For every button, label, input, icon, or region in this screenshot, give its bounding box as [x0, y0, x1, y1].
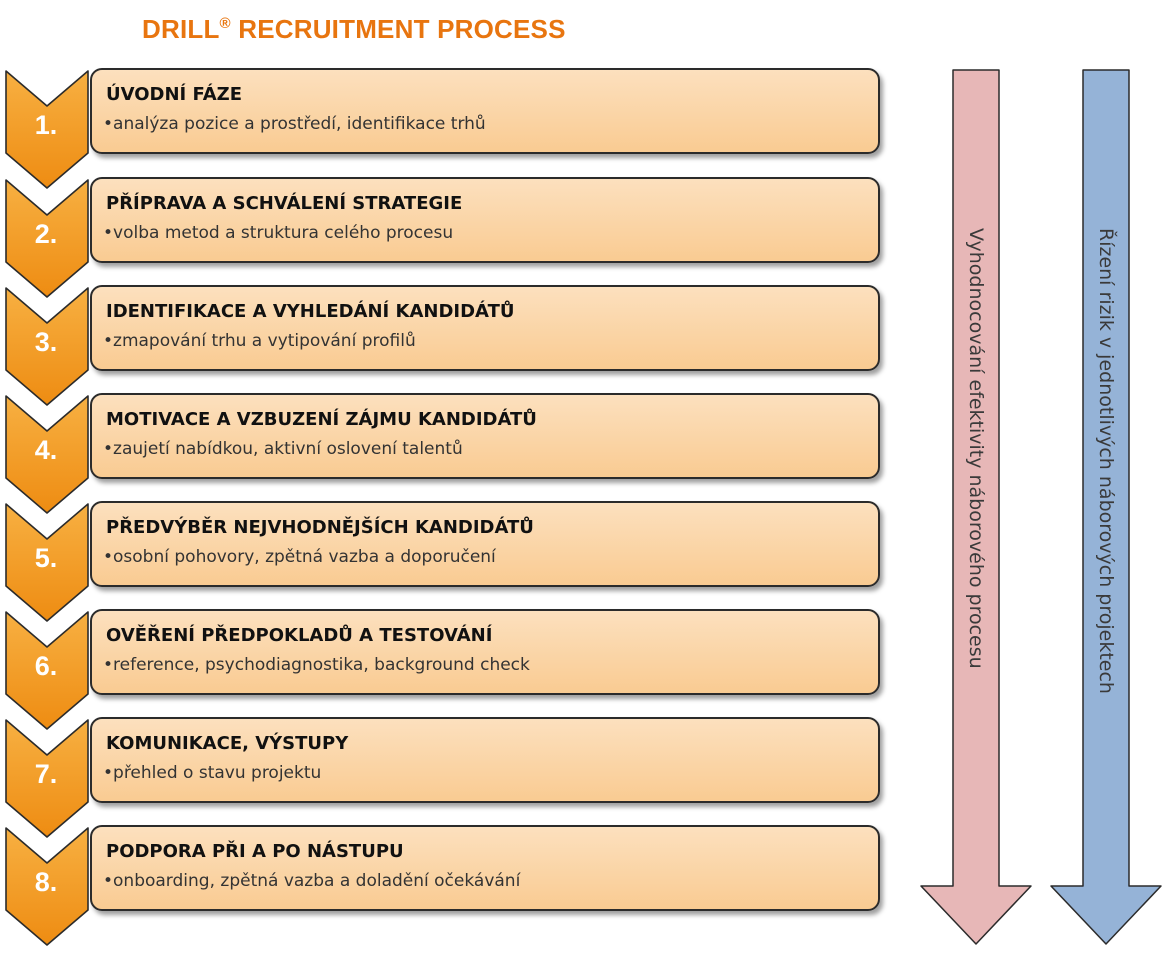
process-step-3: 3. IDENTIFIKACE A VYHLEDÁNÍ KANDIDÁTŮ •z…	[0, 285, 890, 410]
step-title: PŘÍPRAVA A SCHVÁLENÍ STRATEGIE	[106, 193, 463, 214]
step-number: 7.	[34, 759, 58, 789]
evaluation-arrow-label: Vyhodnocování efektivity náborového proc…	[965, 228, 987, 669]
step-box: OVĚŘENÍ PŘEDPOKLADŮ A TESTOVÁNÍ •referen…	[90, 609, 880, 695]
step-description: •volba metod a struktura celého procesu	[103, 223, 454, 243]
process-step-1: 1. ÚVODNÍ FÁZE •analýza pozice a prostře…	[0, 68, 890, 193]
diagram-title: DRILL® RECRUITMENT PROCESS	[142, 14, 566, 45]
step-box: PODPORA PŘI A PO NÁSTUPU •onboarding, zp…	[90, 825, 880, 911]
step-box: KOMUNIKACE, VÝSTUPY •přehled o stavu pro…	[90, 717, 880, 803]
step-box: MOTIVACE A VZBUZENÍ ZÁJMU KANDIDÁTŮ •zau…	[90, 393, 880, 479]
step-box: ÚVODNÍ FÁZE •analýza pozice a prostředí,…	[90, 68, 880, 154]
process-step-7: 7. KOMUNIKACE, VÝSTUPY •přehled o stavu …	[0, 717, 890, 842]
step-number: 5.	[34, 543, 58, 573]
evaluation-arrow: Vyhodnocování efektivity náborového proc…	[918, 68, 1034, 948]
process-step-6: 6. OVĚŘENÍ PŘEDPOKLADŮ A TESTOVÁNÍ •refe…	[0, 609, 890, 734]
step-description: •reference, psychodiagnostika, backgroun…	[103, 655, 530, 675]
title-main: DRILL	[142, 14, 220, 44]
process-step-8: 8. PODPORA PŘI A PO NÁSTUPU •onboarding,…	[0, 825, 890, 950]
risk-arrow: Řízení rizik v jednotlivých náborových p…	[1048, 68, 1164, 948]
step-title: MOTIVACE A VZBUZENÍ ZÁJMU KANDIDÁTŮ	[106, 409, 537, 430]
step-number: 3.	[34, 327, 58, 357]
step-title: PODPORA PŘI A PO NÁSTUPU	[106, 841, 404, 862]
process-step-4: 4. MOTIVACE A VZBUZENÍ ZÁJMU KANDIDÁTŮ •…	[0, 393, 890, 518]
step-number: 8.	[34, 867, 58, 897]
step-title: OVĚŘENÍ PŘEDPOKLADŮ A TESTOVÁNÍ	[106, 625, 493, 646]
step-box: PŘÍPRAVA A SCHVÁLENÍ STRATEGIE •volba me…	[90, 177, 880, 263]
down-arrow-icon	[920, 69, 1032, 945]
step-number: 6.	[34, 651, 58, 681]
step-number: 2.	[34, 219, 58, 249]
step-title: KOMUNIKACE, VÝSTUPY	[106, 733, 349, 754]
registered-mark: ®	[219, 15, 231, 32]
step-description: •onboarding, zpětná vazba a doladění oče…	[103, 871, 521, 891]
risk-arrow-label: Řízení rizik v jednotlivých náborových p…	[1095, 228, 1117, 694]
step-number: 1.	[34, 110, 58, 140]
step-box: PŘEDVÝBĚR NEJVHODNĚJŠÍCH KANDIDÁTŮ •osob…	[90, 501, 880, 587]
step-number: 4.	[34, 435, 58, 465]
step-box: IDENTIFIKACE A VYHLEDÁNÍ KANDIDÁTŮ •zmap…	[90, 285, 880, 371]
step-description: •osobní pohovory, zpětná vazba a doporuč…	[103, 547, 496, 567]
step-title: IDENTIFIKACE A VYHLEDÁNÍ KANDIDÁTŮ	[106, 301, 515, 322]
down-arrow-icon	[1050, 69, 1162, 945]
step-description: •zmapování trhu a vytipování profilů	[103, 331, 416, 351]
step-description: •přehled o stavu projektu	[103, 763, 322, 783]
step-title: ÚVODNÍ FÁZE	[106, 84, 243, 105]
process-step-2: 2. PŘÍPRAVA A SCHVÁLENÍ STRATEGIE •volba…	[0, 177, 890, 302]
step-title: PŘEDVÝBĚR NEJVHODNĚJŠÍCH KANDIDÁTŮ	[106, 517, 534, 538]
step-description: •zaujetí nabídkou, aktivní oslovení tale…	[103, 439, 463, 459]
step-description: •analýza pozice a prostředí, identifikac…	[103, 114, 486, 134]
title-rest: RECRUITMENT PROCESS	[230, 14, 566, 44]
process-step-5: 5. PŘEDVÝBĚR NEJVHODNĚJŠÍCH KANDIDÁTŮ •o…	[0, 501, 890, 626]
